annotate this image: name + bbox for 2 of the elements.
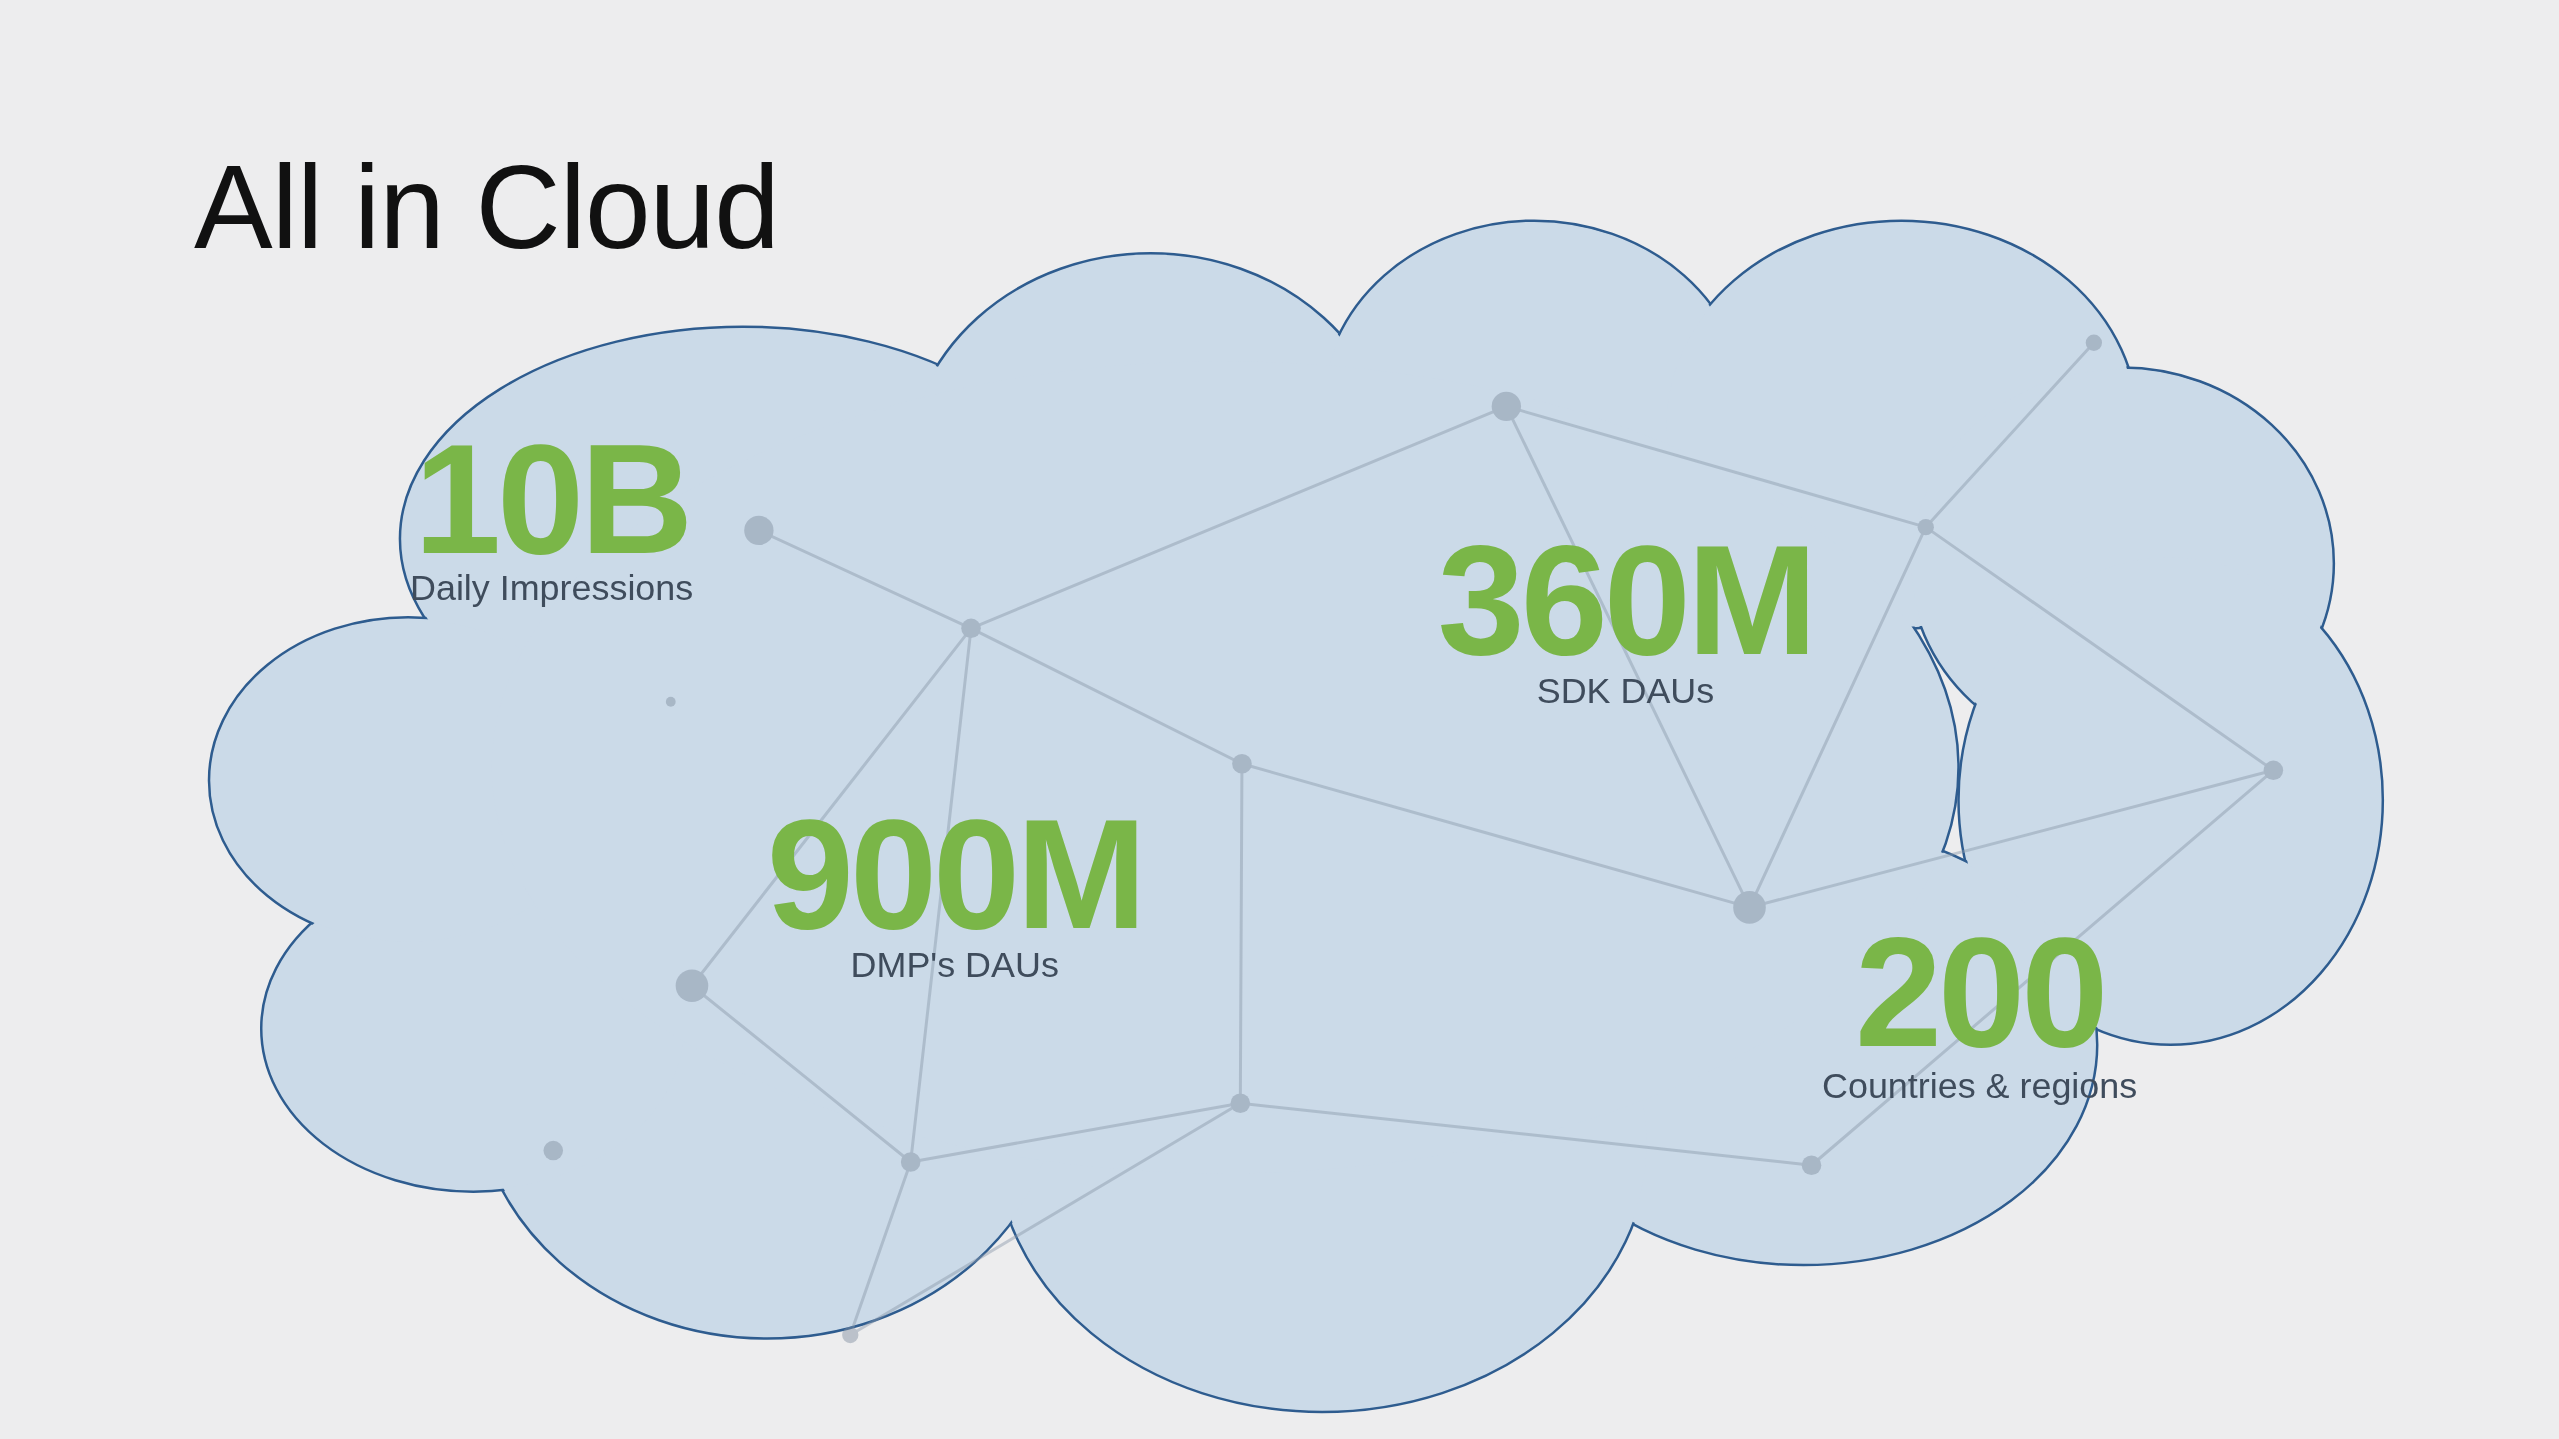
slide-title: All in Cloud bbox=[194, 148, 779, 266]
stat-value: 200 bbox=[1854, 913, 2105, 1071]
